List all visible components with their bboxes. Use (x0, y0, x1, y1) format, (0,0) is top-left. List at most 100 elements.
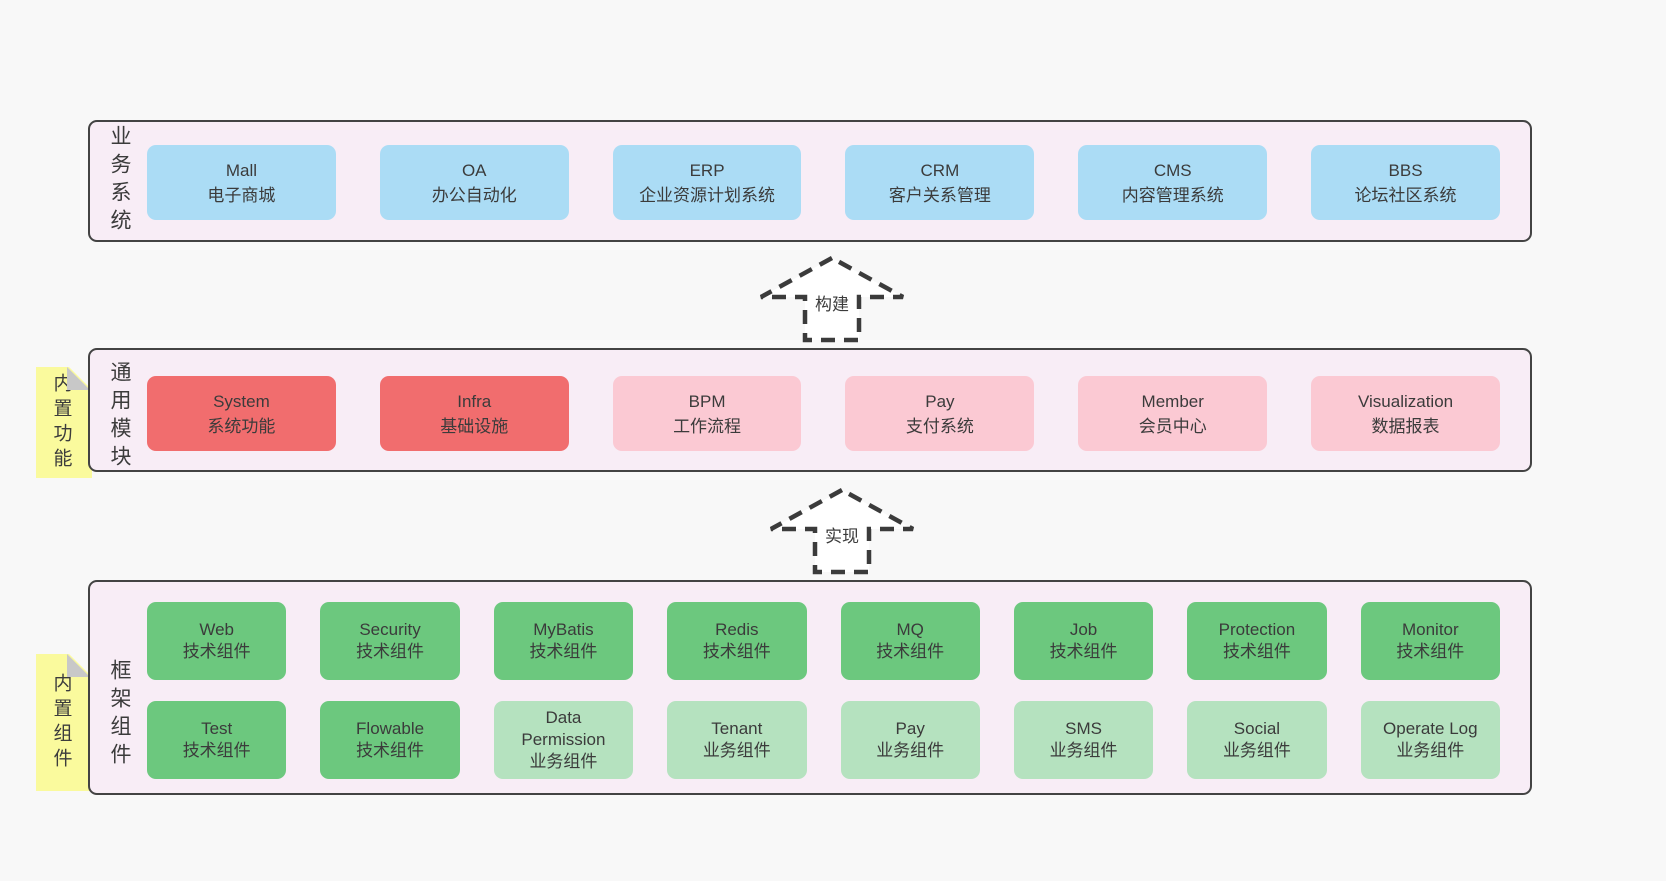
arrow-implement-up: 实现 (767, 486, 917, 576)
panel-business-label: 业务系统 (108, 125, 131, 237)
box-pay: Pay 支付系统 (845, 376, 1035, 451)
box-crm: CRM 客户关系管理 (845, 145, 1035, 220)
box-desc: 企业资源计划系统 (639, 185, 776, 205)
box-desc: 技术组件 (182, 741, 251, 760)
sticky-fold-corner (67, 654, 90, 677)
box-name: Monitor (1401, 620, 1459, 639)
box-visualization: Visualization 数据报表 (1311, 376, 1500, 451)
box-mall: Mall 电子商城 (147, 145, 336, 220)
box-name: Tenant (711, 719, 763, 738)
box-data-permission: Data Permission 业务组件 (493, 701, 634, 779)
box-name: BBS (1388, 160, 1423, 180)
framework-components-row-2: Test 技术组件 Flowable 技术组件 Data Permission … (147, 701, 1500, 779)
box-desc: 技术组件 (356, 741, 425, 760)
box-erp: ERP 企业资源计划系统 (612, 145, 802, 220)
box-social: Social 业务组件 (1187, 701, 1327, 779)
box-desc: 技术组件 (182, 642, 251, 661)
box-desc: 业务组件 (702, 741, 771, 760)
box-pay-component: Pay 业务组件 (840, 701, 980, 779)
box-protection: Protection 技术组件 (1187, 602, 1327, 680)
box-desc: 客户关系管理 (888, 185, 991, 205)
box-member: Member 会员中心 (1078, 376, 1268, 451)
box-name: Infra (457, 391, 492, 411)
box-name: MyBatis (533, 620, 594, 639)
box-desc: 业务组件 (1396, 741, 1465, 760)
box-desc: 内容管理系统 (1121, 185, 1224, 205)
box-name: Pay (925, 391, 955, 411)
box-desc: 支付系统 (905, 416, 974, 436)
box-name: Redis (715, 620, 759, 639)
panel-common-label: 通用模块 (108, 361, 131, 474)
box-mq: MQ 技术组件 (840, 602, 980, 680)
box-name: Member (1141, 391, 1204, 411)
panel-framework-label: 框架组件 (108, 658, 131, 771)
box-name: Visualization (1357, 391, 1454, 411)
box-desc: 技术组件 (702, 642, 771, 661)
sticky-note-builtin-features: 内置功能 (36, 367, 92, 478)
box-name: OA (461, 160, 487, 180)
box-job: Job 技术组件 (1013, 602, 1154, 680)
box-oa: OA 办公自动化 (379, 145, 569, 220)
box-system: System 系统功能 (147, 376, 336, 451)
box-tenant: Tenant 业务组件 (667, 701, 807, 779)
box-name: CMS (1153, 160, 1192, 180)
box-name: Data Permission (521, 708, 606, 749)
box-name: Security (359, 620, 421, 639)
business-systems-row: Mall 电子商城 OA 办公自动化 ERP 企业资源计划系统 CRM 客户关系… (147, 145, 1500, 220)
arrow-build-up: 构建 (757, 254, 907, 344)
box-mybatis: MyBatis 技术组件 (493, 602, 634, 680)
box-flowable: Flowable 技术组件 (320, 701, 460, 779)
arrow-implement-label: 实现 (822, 525, 862, 548)
sticky-note-label: 内置功能 (50, 372, 72, 473)
box-desc: 技术组件 (529, 642, 598, 661)
box-name: Web (199, 620, 235, 639)
box-desc: 会员中心 (1138, 416, 1207, 436)
box-bbs: BBS 论坛社区系统 (1311, 145, 1500, 220)
box-sms: SMS 业务组件 (1013, 701, 1154, 779)
box-name: CRM (920, 160, 960, 180)
common-modules-row: System 系统功能 Infra 基础设施 BPM 工作流程 Pay 支付系统… (147, 376, 1500, 451)
box-infra: Infra 基础设施 (379, 376, 569, 451)
sticky-note-label: 内置组件 (50, 672, 72, 773)
box-bpm: BPM 工作流程 (612, 376, 802, 451)
box-desc: 电子商城 (207, 185, 276, 205)
box-name: Operate Log (1383, 719, 1478, 738)
box-desc: 系统功能 (207, 416, 276, 436)
box-name: Flowable (356, 719, 425, 738)
framework-components-row-1: Web 技术组件 Security 技术组件 MyBatis 技术组件 Redi… (147, 602, 1500, 680)
box-name: Test (201, 719, 233, 738)
box-monitor: Monitor 技术组件 (1360, 602, 1500, 680)
box-test: Test 技术组件 (147, 701, 287, 779)
panel-framework-components: 框架组件 Web 技术组件 Security 技术组件 MyBatis 技术组件… (88, 580, 1532, 795)
box-desc: 业务组件 (1222, 741, 1291, 760)
box-name: BPM (688, 391, 726, 411)
box-name: Protection (1218, 620, 1296, 639)
box-name: ERP (689, 160, 725, 180)
panel-business-systems: 业务系统 Mall 电子商城 OA 办公自动化 ERP 企业资源计划系统 CRM… (88, 120, 1532, 242)
box-redis: Redis 技术组件 (667, 602, 807, 680)
box-desc: 技术组件 (1396, 642, 1465, 661)
box-desc: 技术组件 (1049, 642, 1118, 661)
sticky-fold-corner (67, 367, 90, 390)
box-desc: 论坛社区系统 (1354, 185, 1457, 205)
box-name: Social (1233, 719, 1281, 738)
box-desc: 技术组件 (356, 642, 425, 661)
box-desc: 业务组件 (529, 752, 598, 771)
box-desc: 工作流程 (673, 416, 742, 436)
box-desc: 技术组件 (876, 642, 945, 661)
box-desc: 业务组件 (1049, 741, 1118, 760)
box-name: Mall (225, 160, 257, 180)
box-web: Web 技术组件 (147, 602, 287, 680)
box-desc: 业务组件 (876, 741, 945, 760)
box-name: Pay (895, 719, 925, 738)
box-operate-log: Operate Log 业务组件 (1360, 701, 1500, 779)
box-desc: 基础设施 (440, 416, 509, 436)
box-name: SMS (1065, 719, 1102, 738)
box-cms: CMS 内容管理系统 (1078, 145, 1268, 220)
sticky-note-builtin-components: 内置组件 (36, 654, 92, 791)
box-desc: 技术组件 (1222, 642, 1291, 661)
arrow-build-label: 构建 (812, 293, 852, 316)
box-security: Security 技术组件 (320, 602, 460, 680)
box-desc: 数据报表 (1371, 416, 1440, 436)
